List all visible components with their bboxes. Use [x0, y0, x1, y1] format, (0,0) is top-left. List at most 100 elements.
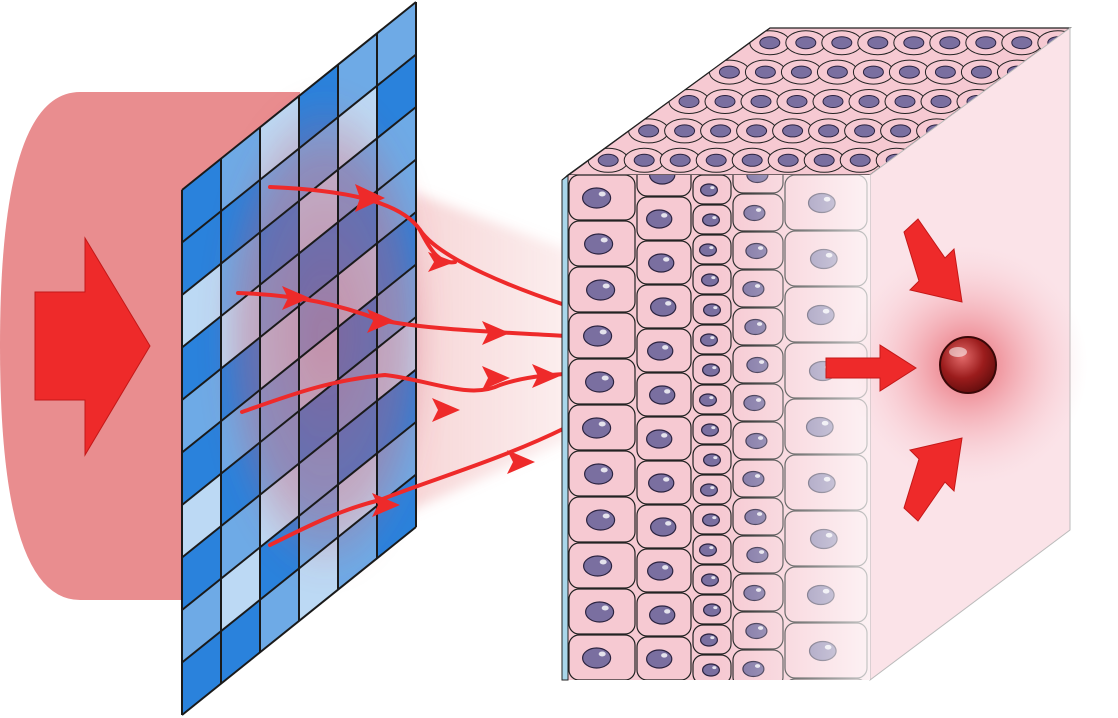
nucleus-highlight — [600, 237, 608, 243]
cell-nucleus — [700, 273, 719, 287]
nucleus-highlight — [711, 426, 716, 430]
focal-point — [939, 336, 997, 394]
arrowheads — [282, 184, 560, 517]
cell-nucleus — [701, 663, 720, 677]
modulator-row-line — [181, 368, 417, 559]
cell-nucleus-top — [678, 95, 700, 108]
modulated-wavefront-blob — [215, 90, 435, 580]
cell-nucleus-top — [858, 95, 880, 108]
nucleus-highlight — [664, 609, 671, 614]
cell-nucleus-top — [970, 65, 992, 79]
cell-nucleus-top — [795, 36, 817, 50]
cell-nucleus-top — [813, 153, 835, 167]
cell-nucleus — [585, 694, 613, 714]
nucleus-highlight — [598, 421, 606, 427]
cell-nucleus — [646, 649, 673, 669]
nucleus-highlight — [822, 701, 829, 706]
cell-nucleus-top — [975, 36, 997, 50]
modulator-pixel — [182, 421, 221, 505]
cell-nucleus — [699, 333, 718, 347]
cell-nucleus — [702, 453, 721, 467]
cell-nucleus — [646, 429, 673, 449]
epithelial-cell — [733, 688, 783, 718]
nucleus-highlight — [710, 336, 715, 340]
cell-nucleus — [585, 509, 616, 531]
nucleus-highlight — [661, 433, 668, 438]
cell-nucleus-top — [777, 153, 799, 167]
modulator-row-line — [181, 1, 417, 191]
cell-nucleus — [701, 513, 720, 527]
nucleus-highlight — [712, 216, 717, 220]
cell-nucleus-top — [1011, 36, 1033, 50]
cell-nucleus — [581, 647, 612, 669]
modulator-row-line — [181, 53, 417, 244]
cell-nucleus-top — [638, 124, 660, 138]
cell-nucleus — [649, 605, 676, 625]
epithelial-cell — [637, 681, 691, 718]
modulator-pixel — [182, 263, 221, 348]
cell-nucleus — [698, 393, 717, 407]
modulator-row-line — [181, 158, 417, 349]
cell-nucleus — [745, 700, 766, 715]
modulator-pixel — [377, 2, 416, 86]
modulator-pixel — [182, 631, 221, 715]
modulator-row-line — [181, 421, 417, 611]
cell-nucleus — [650, 517, 677, 537]
cell-nucleus — [647, 341, 674, 361]
nucleus-highlight — [598, 191, 606, 197]
cell-nucleus-top — [786, 95, 808, 108]
arrow-right-icon — [34, 236, 151, 457]
modulator-pixel — [221, 127, 260, 212]
cell-nucleus — [648, 253, 675, 273]
nucleus-highlight — [602, 283, 610, 289]
nucleus-highlight — [599, 329, 607, 335]
cell-nucleus — [649, 385, 676, 405]
nucleus-highlight — [663, 257, 670, 262]
converging-arrows — [825, 218, 963, 522]
nucleus-highlight — [663, 477, 670, 482]
nucleus-highlight — [601, 605, 609, 611]
modulator-pixel — [182, 473, 221, 558]
nucleus-highlight — [664, 389, 671, 394]
nucleus-highlight — [757, 702, 762, 706]
cell-nucleus — [700, 423, 719, 437]
cell-nucleus-top — [854, 124, 876, 138]
cell-nucleus-top — [746, 124, 768, 138]
cell-nucleus — [701, 213, 720, 227]
cell-nucleus — [583, 463, 614, 485]
epithelial-cell — [693, 685, 731, 714]
cell-nucleus — [698, 243, 717, 257]
cell-nucleus — [583, 233, 614, 255]
nucleus-highlight — [601, 698, 608, 703]
cell-nucleus-top — [759, 36, 781, 50]
modulator-row-line — [181, 106, 417, 296]
cell-nucleus-top — [674, 124, 696, 138]
cell-nucleus-top — [822, 95, 844, 108]
nucleus-highlight — [709, 696, 713, 699]
nucleus-highlight — [709, 546, 714, 550]
nucleus-highlight — [665, 301, 672, 306]
cell-nucleus — [647, 561, 674, 581]
cell-nucleus-top — [867, 36, 889, 50]
modulator-pixel — [221, 547, 260, 632]
cell-nucleus-top — [894, 95, 916, 108]
cell-nucleus — [648, 473, 675, 493]
modulator-pixel — [182, 316, 221, 400]
cell-nucleus — [700, 694, 717, 706]
cell-nucleus — [646, 209, 673, 229]
cell-nucleus-top — [939, 36, 961, 50]
cell-nucleus — [699, 183, 718, 197]
cell-nucleus — [699, 633, 718, 647]
nucleus-highlight — [712, 666, 717, 670]
cell-nucleus-top — [898, 65, 920, 79]
modulator-pixel — [221, 494, 260, 579]
cell-nucleus — [650, 297, 677, 317]
epithelial-cell — [636, 175, 692, 197]
cell-nucleus — [702, 603, 721, 617]
epithelial-cell — [569, 681, 635, 718]
cell-nucleus-top — [782, 124, 804, 138]
cell-nucleus — [581, 187, 612, 209]
modulator-pixel — [182, 578, 221, 663]
nucleus-highlight — [711, 276, 716, 280]
